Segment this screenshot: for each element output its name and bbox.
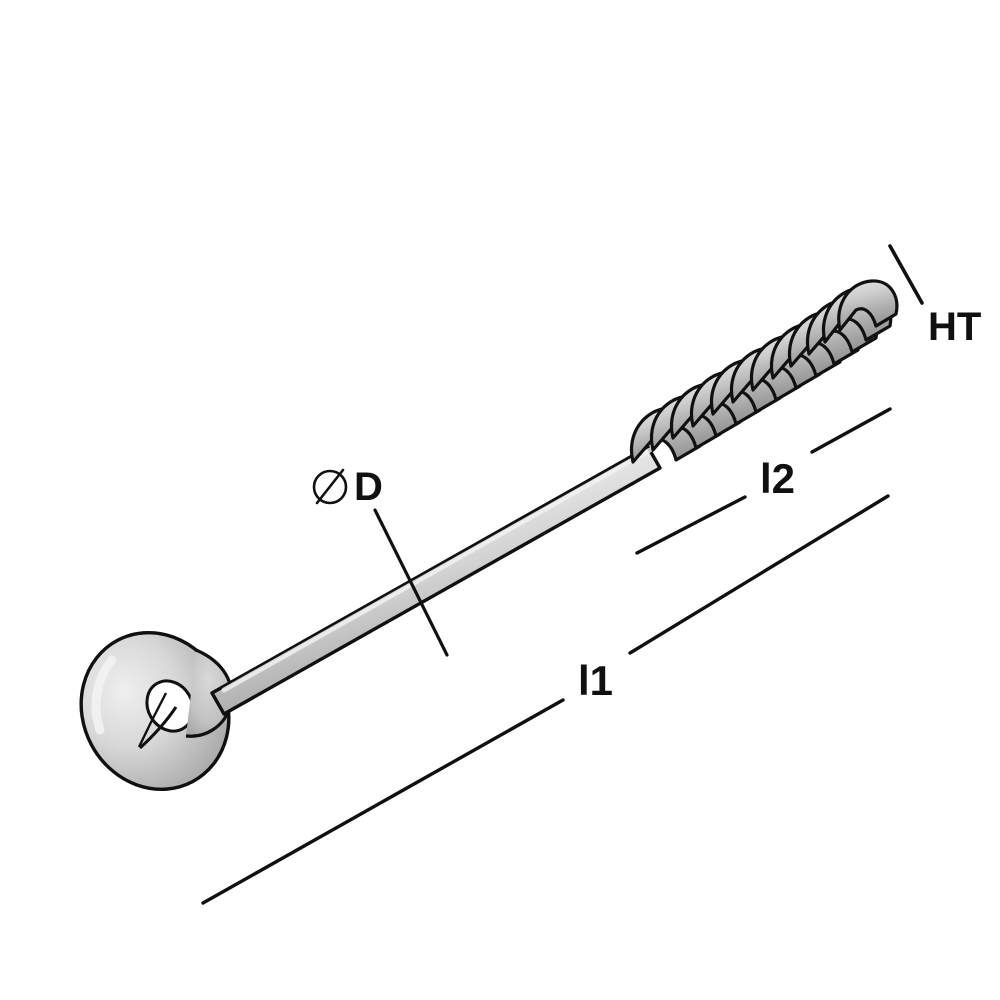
total-length-leader-lower: [201, 698, 565, 905]
wood-thread: [630, 279, 899, 464]
total-length-leader-upper: [628, 494, 890, 655]
eye-loop-wire-tail-edge: [137, 692, 168, 748]
diameter-label: D: [354, 465, 383, 509]
thread-length-label: l2: [760, 455, 795, 502]
thread-length-leader-upper: [810, 407, 892, 454]
shank-highlight: [221, 447, 653, 693]
shank-body: [210, 445, 662, 716]
thread-type-label: HT: [928, 305, 981, 349]
eye-loop-hole: [145, 679, 195, 733]
diameter-leader-line: [373, 508, 449, 657]
eye-loop: [79, 630, 233, 792]
total-length-label: l1: [578, 657, 613, 704]
diameter-symbol-icon: [312, 468, 348, 505]
plain-shank: [210, 445, 662, 716]
thread-tip-turn: [837, 279, 899, 332]
thread-length-leader-lower: [635, 495, 747, 555]
eye-loop-highlight: [91, 655, 117, 735]
thread-type-leader-line: [888, 244, 924, 305]
eye-loop-wire-tail: [138, 706, 178, 750]
